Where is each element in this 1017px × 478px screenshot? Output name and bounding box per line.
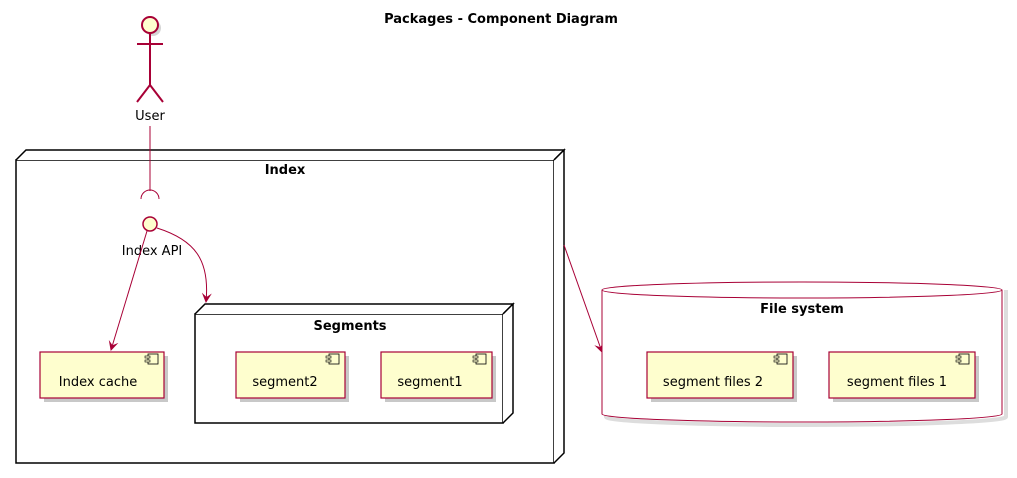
diagram-title: Packages - Component Diagram (384, 12, 618, 27)
segment-files-2-component: segment files 2 (646, 351, 797, 402)
filesystem-label: File system (760, 302, 844, 317)
segment2-box (235, 351, 346, 399)
filesystem-shadow (604, 290, 1008, 427)
segment1-component: segment1 (380, 351, 496, 402)
actor-head (141, 16, 159, 34)
user-actor: User (135, 16, 165, 124)
index-node-label: Index (265, 163, 306, 178)
segment1-label: segment1 (397, 375, 462, 390)
segment-files-2-label: segment files 2 (663, 375, 763, 390)
component-icon (472, 353, 487, 365)
segments-node-top (194, 303, 515, 315)
actor-right-leg (149, 84, 164, 103)
segments-node-label: Segments (313, 319, 386, 334)
index-cache-box (39, 351, 165, 399)
index-cache-label: Index cache (59, 375, 137, 390)
segment-files-1-component: segment files 1 (828, 351, 979, 402)
index-api-interface: Index API (122, 216, 183, 259)
filesystem-top-rim (601, 289, 1003, 299)
api-to-segments-arrow (156, 227, 212, 303)
api-socket (140, 189, 160, 200)
interface-label: Index API (122, 244, 183, 259)
component-icon (325, 353, 340, 365)
index-node-top (15, 149, 566, 161)
index-cache-component: Index cache (39, 351, 168, 402)
api-to-index-cache-arrow (108, 230, 148, 351)
segment2-label: segment2 (252, 375, 317, 390)
component-icon (144, 353, 159, 365)
actor-left-leg (136, 84, 151, 103)
interface-circle (142, 216, 158, 232)
segment-files-1-box (828, 351, 976, 399)
segment-files-1-label: segment files 1 (847, 375, 947, 390)
segments-node-side (502, 302, 514, 424)
segment2-component: segment2 (235, 351, 349, 402)
index-node-side (553, 148, 565, 464)
component-icon (773, 353, 788, 365)
index-to-filesystem-arrow (563, 244, 604, 353)
component-icon (955, 353, 970, 365)
actor-label: User (135, 109, 165, 124)
segment1-box (380, 351, 493, 399)
segment-files-2-box (646, 351, 794, 399)
